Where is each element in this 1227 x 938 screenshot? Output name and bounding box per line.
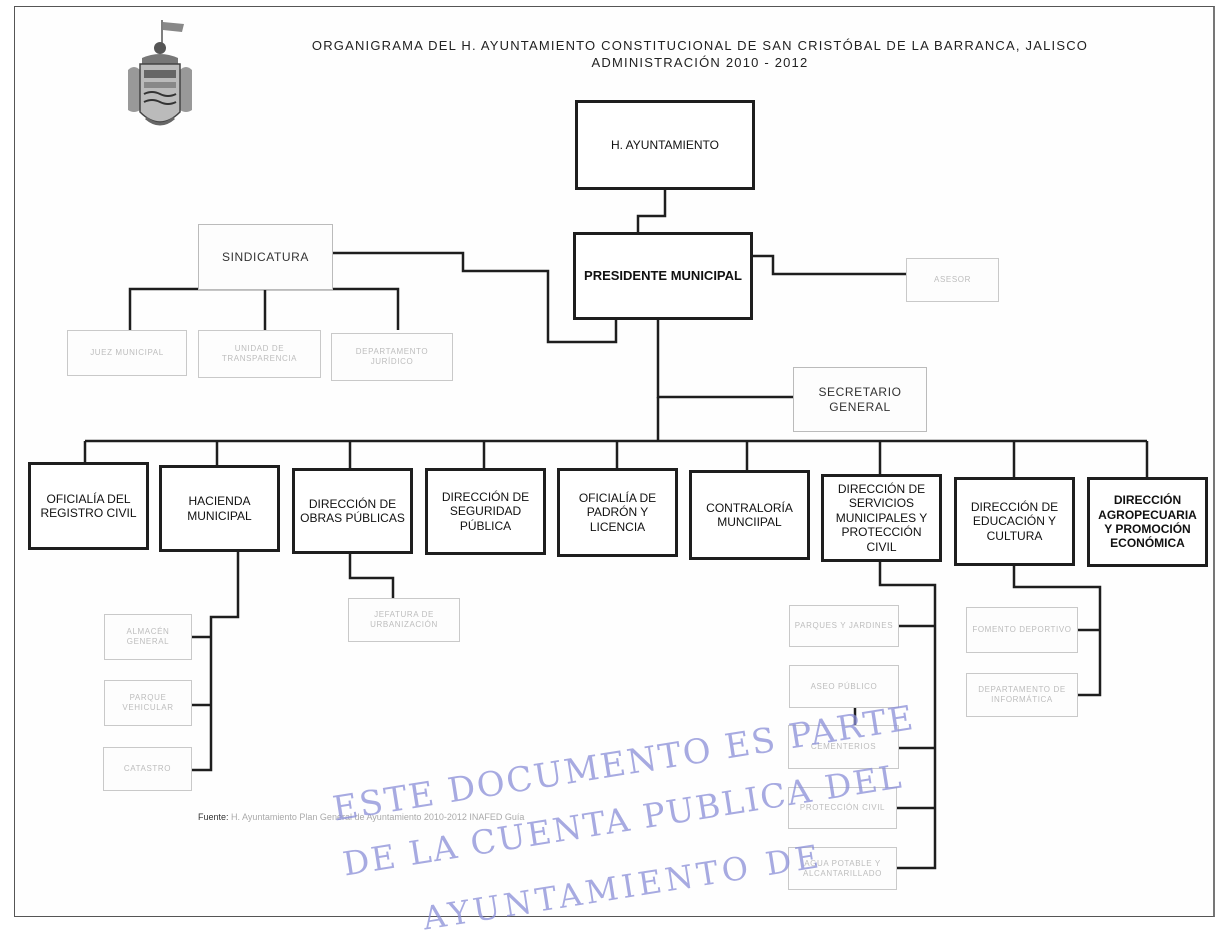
- source-text: H. Ayuntamiento Plan General de Ayuntami…: [231, 812, 525, 822]
- node-obras: DIRECCIÓN DE OBRAS PÚBLICAS: [292, 468, 413, 554]
- source-note: Fuente: H. Ayuntamiento Plan General de …: [198, 812, 524, 822]
- node-juridico: DEPARTAMENTO JURÍDICO: [331, 333, 453, 381]
- node-asesor: ASESOR: [906, 258, 999, 302]
- node-almacen: ALMACÉN GENERAL: [104, 614, 192, 660]
- node-sindicatura: SINDICATURA: [198, 224, 333, 290]
- node-transparencia: UNIDAD DE TRANSPARENCIA: [198, 330, 321, 378]
- node-presidente: PRESIDENTE MUNICIPAL: [573, 232, 753, 320]
- municipal-seal-icon: [128, 20, 192, 126]
- node-contraloria: CONTRALORÍA MUNCIIPAL: [689, 470, 810, 560]
- node-fomento: FOMENTO DEPORTIVO: [966, 607, 1078, 653]
- node-cementerios: CEMENTERIOS: [788, 725, 899, 769]
- node-parque: PARQUE VEHICULAR: [104, 680, 192, 726]
- node-aseo: ASEO PÚBLICO: [789, 665, 899, 708]
- node-urbanizacion: JEFATURA DE URBANIZACIÓN: [348, 598, 460, 642]
- node-ayuntamiento: H. AYUNTAMIENTO: [575, 100, 755, 190]
- node-hacienda: HACIENDA MUNICIPAL: [159, 465, 280, 552]
- node-juez: JUEZ MUNICIPAL: [67, 330, 187, 376]
- source-label: Fuente:: [198, 812, 229, 822]
- node-educacion: DIRECCIÓN DE EDUCACIÓN Y CULTURA: [954, 477, 1075, 566]
- node-proteccion: PROTECCIÓN CIVIL: [788, 787, 897, 829]
- node-padron: OFICIALÍA DE PADRÓN Y LICENCIA: [557, 468, 678, 557]
- node-servicios: DIRECCIÓN DE SERVICIOS MUNICIPALES Y PRO…: [821, 474, 942, 562]
- node-agropecuaria: DIRECCIÓN AGROPECUARIA Y PROMOCIÓN ECONÓ…: [1087, 477, 1208, 567]
- node-secretario: SECRETARIO GENERAL: [793, 367, 927, 432]
- node-registro-civil: OFICIALÍA DEL REGISTRO CIVIL: [28, 462, 149, 550]
- node-informatica: DEPARTAMENTO DE INFORMÁTICA: [966, 673, 1078, 717]
- chart-title: ORGANIGRAMA DEL H. AYUNTAMIENTO CONSTITU…: [311, 38, 1089, 53]
- node-seguridad: DIRECCIÓN DE SEGURIDAD PÚBLICA: [425, 468, 546, 555]
- node-catastro: CATASTRO: [103, 747, 192, 791]
- node-agua: AGUA POTABLE Y ALCANTARILLADO: [788, 847, 897, 890]
- chart-subtitle: ADMINISTRACIÓN 2010 - 2012: [591, 55, 809, 70]
- node-parques: PARQUES Y JARDINES: [789, 605, 899, 647]
